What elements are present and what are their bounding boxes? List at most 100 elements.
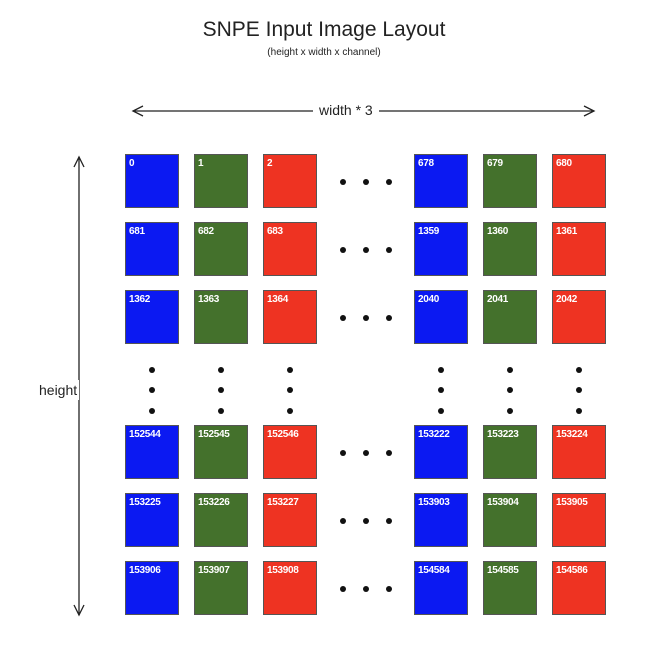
vertical-ellipsis-dot (218, 408, 224, 414)
pixel-cell-green: 2041 (483, 290, 537, 344)
pixel-index: 152546 (267, 429, 299, 440)
pixel-index: 682 (198, 226, 214, 237)
vertical-ellipsis-dot (287, 387, 293, 393)
pixel-index: 0 (129, 158, 135, 169)
vertical-ellipsis-dot (576, 367, 582, 373)
vertical-ellipsis-dot (149, 408, 155, 414)
pixel-cell-green: 152545 (194, 425, 248, 479)
diagram-title: SNPE Input Image Layout (202, 18, 446, 41)
pixel-cell-blue: 678 (414, 154, 468, 208)
horizontal-ellipsis-dot (363, 586, 369, 592)
pixel-index: 153908 (267, 565, 299, 576)
pixel-index: 681 (129, 226, 145, 237)
width-label: width * 3 (313, 102, 379, 118)
pixel-index: 2042 (556, 294, 578, 305)
horizontal-ellipsis-dot (340, 518, 346, 524)
pixel-index: 153906 (129, 565, 161, 576)
pixel-cell-blue: 0 (125, 154, 179, 208)
pixel-cell-green: 153223 (483, 425, 537, 479)
pixel-cell-blue: 153906 (125, 561, 179, 615)
pixel-cell-green: 153226 (194, 493, 248, 547)
pixel-cell-green: 153907 (194, 561, 248, 615)
pixel-index: 153907 (198, 565, 230, 576)
vertical-ellipsis-dot (287, 408, 293, 414)
pixel-index: 2041 (487, 294, 509, 305)
pixel-cell-red: 680 (552, 154, 606, 208)
pixel-cell-red: 154586 (552, 561, 606, 615)
horizontal-ellipsis-dot (363, 247, 369, 253)
pixel-cell-red: 153905 (552, 493, 606, 547)
pixel-cell-red: 152546 (263, 425, 317, 479)
vertical-ellipsis-dot (507, 408, 513, 414)
pixel-cell-red: 153224 (552, 425, 606, 479)
vertical-ellipsis-dot (149, 367, 155, 373)
pixel-index: 154586 (556, 565, 588, 576)
pixel-cell-green: 153904 (483, 493, 537, 547)
pixel-index: 1361 (556, 226, 578, 237)
pixel-index: 1362 (129, 294, 151, 305)
pixel-index: 1363 (198, 294, 220, 305)
pixel-index: 679 (487, 158, 503, 169)
pixel-cell-red: 2 (263, 154, 317, 208)
pixel-cell-blue: 152544 (125, 425, 179, 479)
pixel-cell-blue: 154584 (414, 561, 468, 615)
pixel-index: 1 (198, 158, 204, 169)
vertical-ellipsis-dot (576, 387, 582, 393)
horizontal-ellipsis-dot (340, 586, 346, 592)
pixel-index: 153225 (129, 497, 161, 508)
vertical-ellipsis-dot (149, 387, 155, 393)
horizontal-ellipsis-dot (386, 247, 392, 253)
horizontal-ellipsis-dot (386, 518, 392, 524)
vertical-ellipsis-dot (438, 387, 444, 393)
pixel-index: 153227 (267, 497, 299, 508)
pixel-index: 153903 (418, 497, 450, 508)
pixel-cell-green: 1363 (194, 290, 248, 344)
pixel-cell-blue: 2040 (414, 290, 468, 344)
vertical-ellipsis-dot (438, 367, 444, 373)
pixel-cell-blue: 1359 (414, 222, 468, 276)
pixel-index: 2 (267, 158, 273, 169)
pixel-cell-red: 1364 (263, 290, 317, 344)
pixel-cell-red: 153908 (263, 561, 317, 615)
horizontal-ellipsis-dot (386, 315, 392, 321)
pixel-cell-green: 682 (194, 222, 248, 276)
horizontal-ellipsis-dot (386, 586, 392, 592)
pixel-index: 2040 (418, 294, 440, 305)
vertical-ellipsis-dot (218, 367, 224, 373)
vertical-ellipsis-dot (507, 387, 513, 393)
pixel-index: 152545 (198, 429, 230, 440)
pixel-cell-green: 1 (194, 154, 248, 208)
horizontal-ellipsis-dot (340, 179, 346, 185)
vertical-ellipsis-dot (218, 387, 224, 393)
horizontal-ellipsis-dot (340, 315, 346, 321)
pixel-index: 153904 (487, 497, 519, 508)
pixel-index: 153905 (556, 497, 588, 508)
pixel-cell-blue: 1362 (125, 290, 179, 344)
pixel-cell-green: 679 (483, 154, 537, 208)
pixel-cell-blue: 153903 (414, 493, 468, 547)
horizontal-ellipsis-dot (363, 315, 369, 321)
pixel-cell-red: 683 (263, 222, 317, 276)
horizontal-ellipsis-dot (386, 179, 392, 185)
horizontal-ellipsis-dot (340, 247, 346, 253)
pixel-index: 1360 (487, 226, 509, 237)
pixel-index: 153226 (198, 497, 230, 508)
height-label: height (37, 380, 80, 400)
pixel-index: 154585 (487, 565, 519, 576)
horizontal-ellipsis-dot (363, 450, 369, 456)
pixel-index: 1359 (418, 226, 440, 237)
pixel-index: 678 (418, 158, 434, 169)
pixel-index: 683 (267, 226, 283, 237)
pixel-cell-blue: 153222 (414, 425, 468, 479)
pixel-index: 152544 (129, 429, 161, 440)
horizontal-ellipsis-dot (363, 179, 369, 185)
horizontal-ellipsis-dot (363, 518, 369, 524)
pixel-cell-red: 1361 (552, 222, 606, 276)
pixel-index: 1364 (267, 294, 289, 305)
pixel-index: 153223 (487, 429, 519, 440)
pixel-index: 153224 (556, 429, 588, 440)
pixel-cell-red: 153227 (263, 493, 317, 547)
horizontal-ellipsis-dot (386, 450, 392, 456)
vertical-ellipsis-dot (507, 367, 513, 373)
